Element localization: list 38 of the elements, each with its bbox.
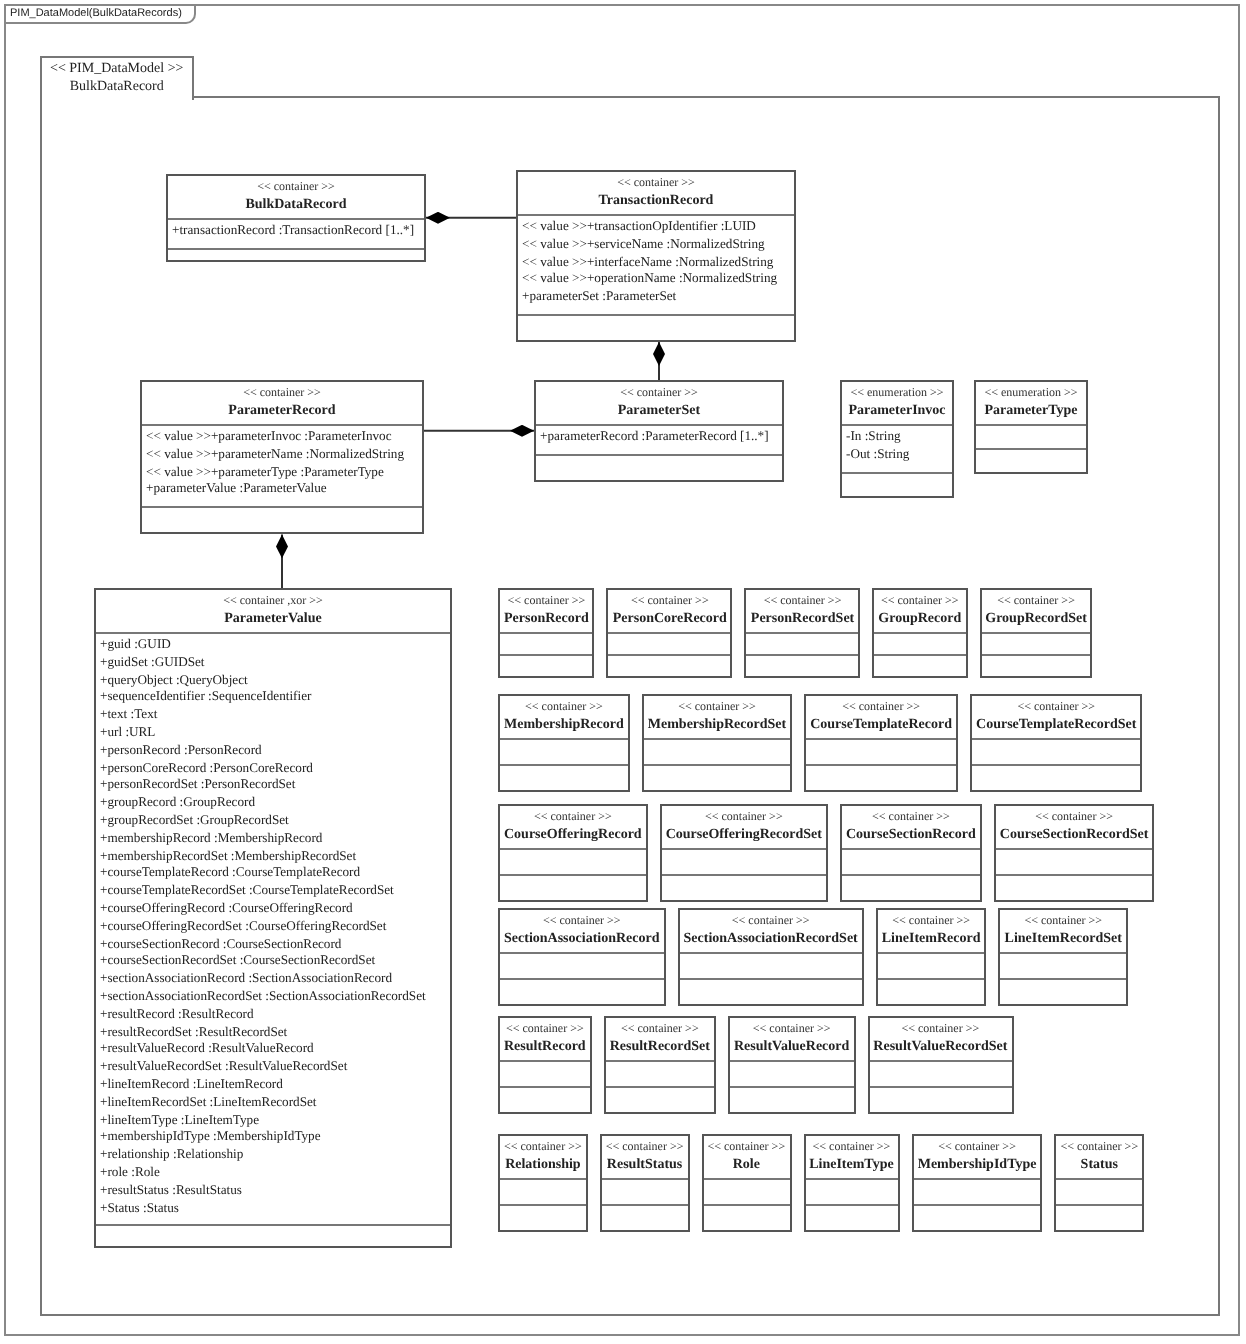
class-box	[498, 908, 666, 1006]
class-box	[498, 588, 595, 678]
class-box	[979, 588, 1093, 678]
class-box	[974, 380, 1088, 474]
composition-connector	[423, 424, 535, 437]
composition-connector	[425, 211, 517, 224]
class-box	[993, 804, 1155, 902]
class-box	[872, 588, 968, 678]
class-box	[803, 1134, 900, 1232]
class-box	[875, 908, 987, 1006]
class-box	[516, 170, 796, 342]
class-box	[659, 804, 828, 902]
class-box	[839, 804, 982, 902]
class-box	[603, 1016, 716, 1114]
class-box	[998, 908, 1128, 1006]
class-box	[166, 174, 426, 262]
class-box	[140, 380, 424, 535]
class-box	[677, 908, 864, 1006]
class-box	[599, 1134, 690, 1232]
class-box	[701, 1134, 792, 1232]
class-box	[498, 1134, 588, 1232]
class-box	[727, 1016, 856, 1114]
class-box	[641, 694, 793, 792]
class-box	[1054, 1134, 1145, 1232]
class-box	[606, 588, 733, 678]
class-box	[840, 380, 954, 498]
class-box	[867, 1016, 1014, 1114]
class-box	[498, 694, 630, 792]
composition-connector	[653, 340, 665, 381]
class-box	[744, 588, 861, 678]
class-box	[94, 588, 452, 1249]
class-box	[911, 1134, 1043, 1232]
class-box	[498, 1016, 592, 1114]
class-box	[970, 694, 1143, 792]
composition-connector	[276, 533, 288, 589]
class-box	[534, 380, 784, 482]
class-box	[498, 804, 648, 902]
class-box	[804, 694, 959, 792]
